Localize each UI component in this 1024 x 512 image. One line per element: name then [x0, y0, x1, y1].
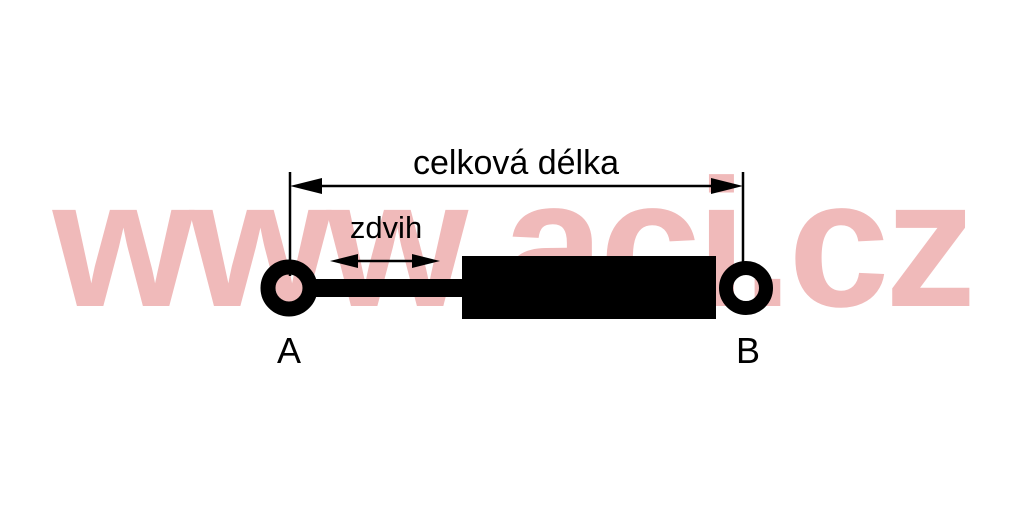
eyelet-a: [260, 259, 318, 317]
cylinder-body: [462, 256, 716, 319]
piston-rod: [310, 279, 464, 297]
total-length-arrowhead-left: [290, 178, 322, 194]
point-b-label: B: [735, 330, 761, 371]
point-a-label: A: [276, 330, 302, 371]
total-length-arrowhead-right: [711, 178, 743, 194]
stroke-label: zdvih: [349, 210, 423, 245]
stroke-arrowhead-right: [412, 254, 440, 268]
eyelet-b: [719, 261, 773, 315]
total-length-label: celková délka: [412, 144, 620, 182]
stroke-arrowhead-left: [330, 254, 358, 268]
